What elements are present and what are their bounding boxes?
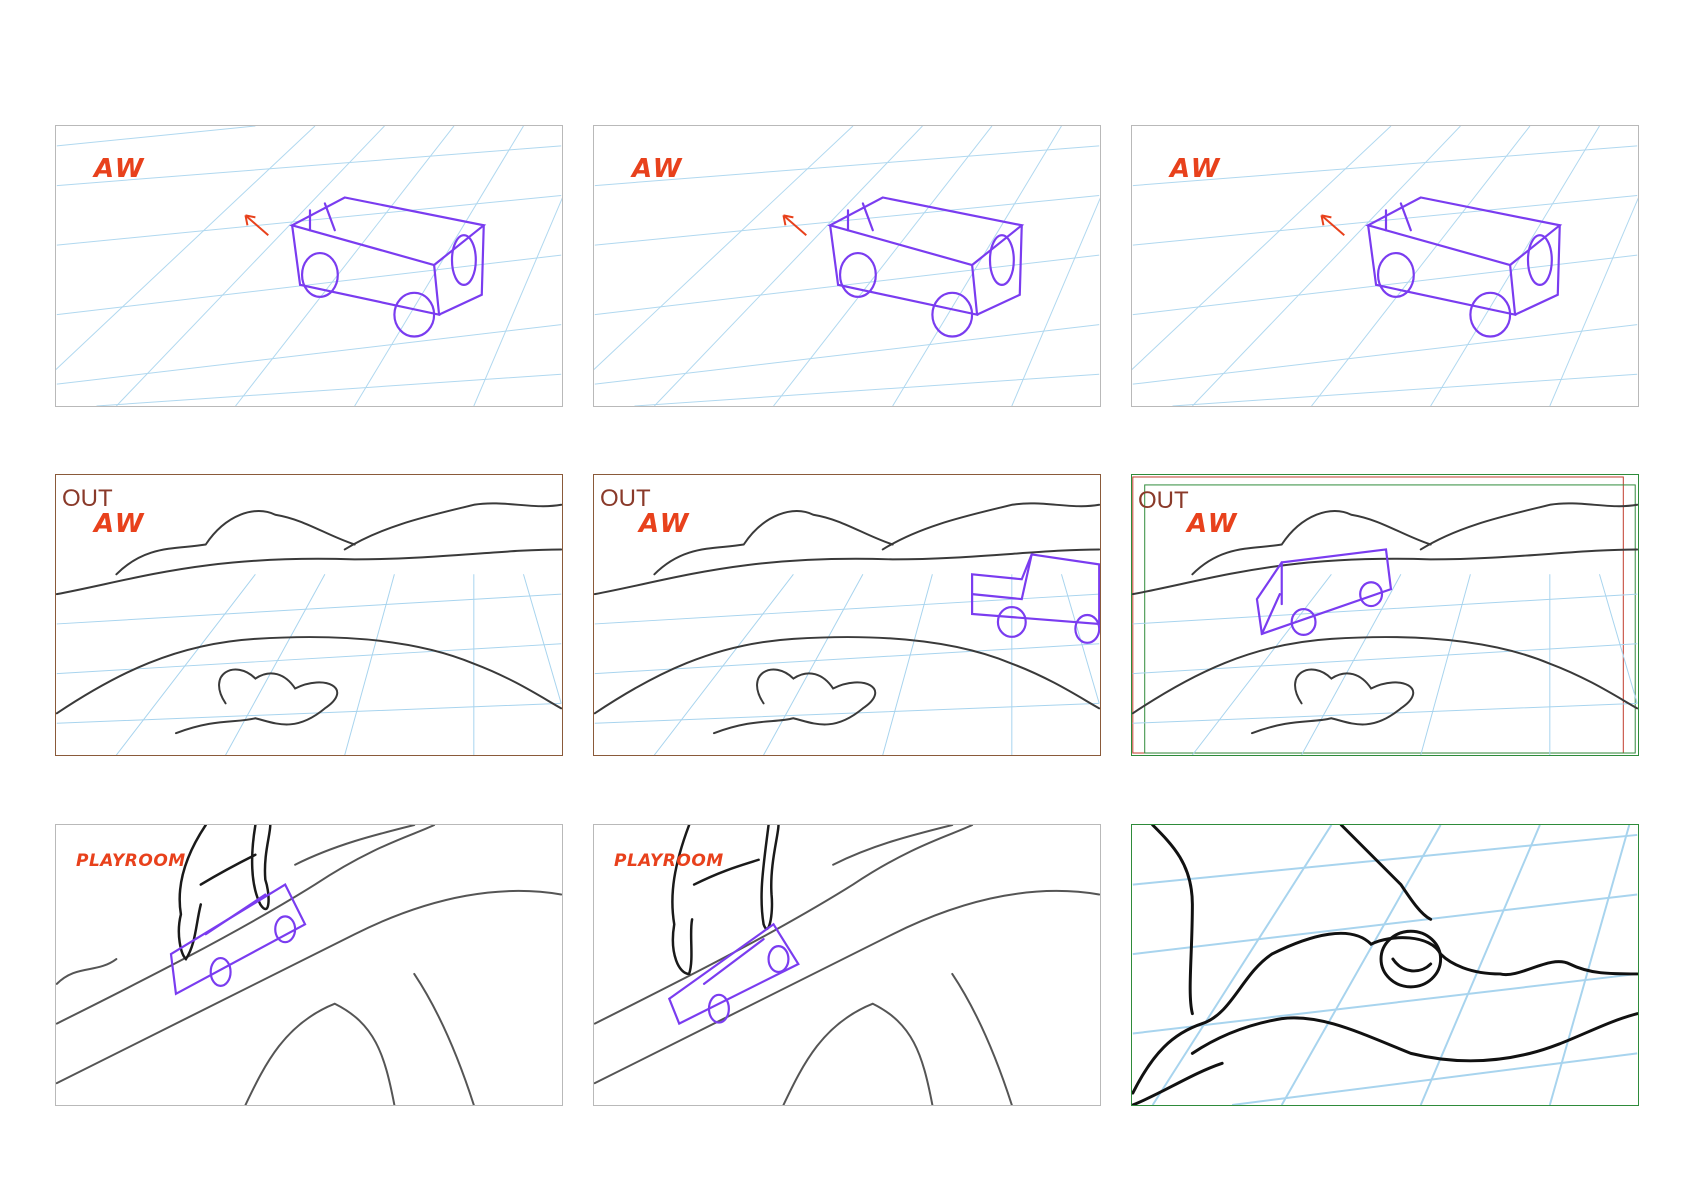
label-playroom: PLAYROOM	[76, 851, 186, 871]
panel-sketch-landscape-car	[1132, 476, 1638, 755]
label-transition-out: OUT	[600, 485, 651, 512]
storyboard-panel-1[interactable]: AW	[55, 125, 563, 407]
storyboard-panel-5[interactable]: OUT AW	[593, 474, 1101, 756]
panel-sketch-closeup-face	[1132, 825, 1638, 1105]
panel-sketch-car-grid	[1132, 126, 1638, 406]
panel-sketch-car-grid	[594, 126, 1100, 406]
panel-sketch-playroom-hand	[594, 825, 1100, 1105]
panel-sketch-car-grid	[56, 126, 562, 406]
storyboard-panel-9[interactable]	[1131, 824, 1639, 1106]
storyboard-panel-6[interactable]: OUT AW	[1131, 474, 1639, 756]
label-aw: AW	[94, 509, 146, 539]
panel-sketch-landscape-car	[594, 502, 1100, 755]
label-transition-out: OUT	[62, 485, 113, 512]
label-playroom: PLAYROOM	[614, 851, 724, 871]
storyboard-panel-4[interactable]: OUT AW	[55, 474, 563, 756]
label-aw: AW	[632, 154, 684, 184]
label-aw: AW	[639, 509, 691, 539]
label-aw: AW	[1187, 509, 1239, 539]
label-aw: AW	[1170, 154, 1222, 184]
storyboard-panel-7[interactable]: PLAYROOM	[55, 824, 563, 1106]
panel-sketch-landscape	[56, 502, 562, 755]
storyboard-panel-8[interactable]: PLAYROOM	[593, 824, 1101, 1106]
storyboard-panel-2[interactable]: AW	[593, 125, 1101, 407]
label-transition-out: OUT	[1138, 487, 1189, 514]
storyboard-panel-3[interactable]: AW	[1131, 125, 1639, 407]
label-aw: AW	[94, 154, 146, 184]
panel-sketch-playroom-hand	[56, 825, 562, 1105]
